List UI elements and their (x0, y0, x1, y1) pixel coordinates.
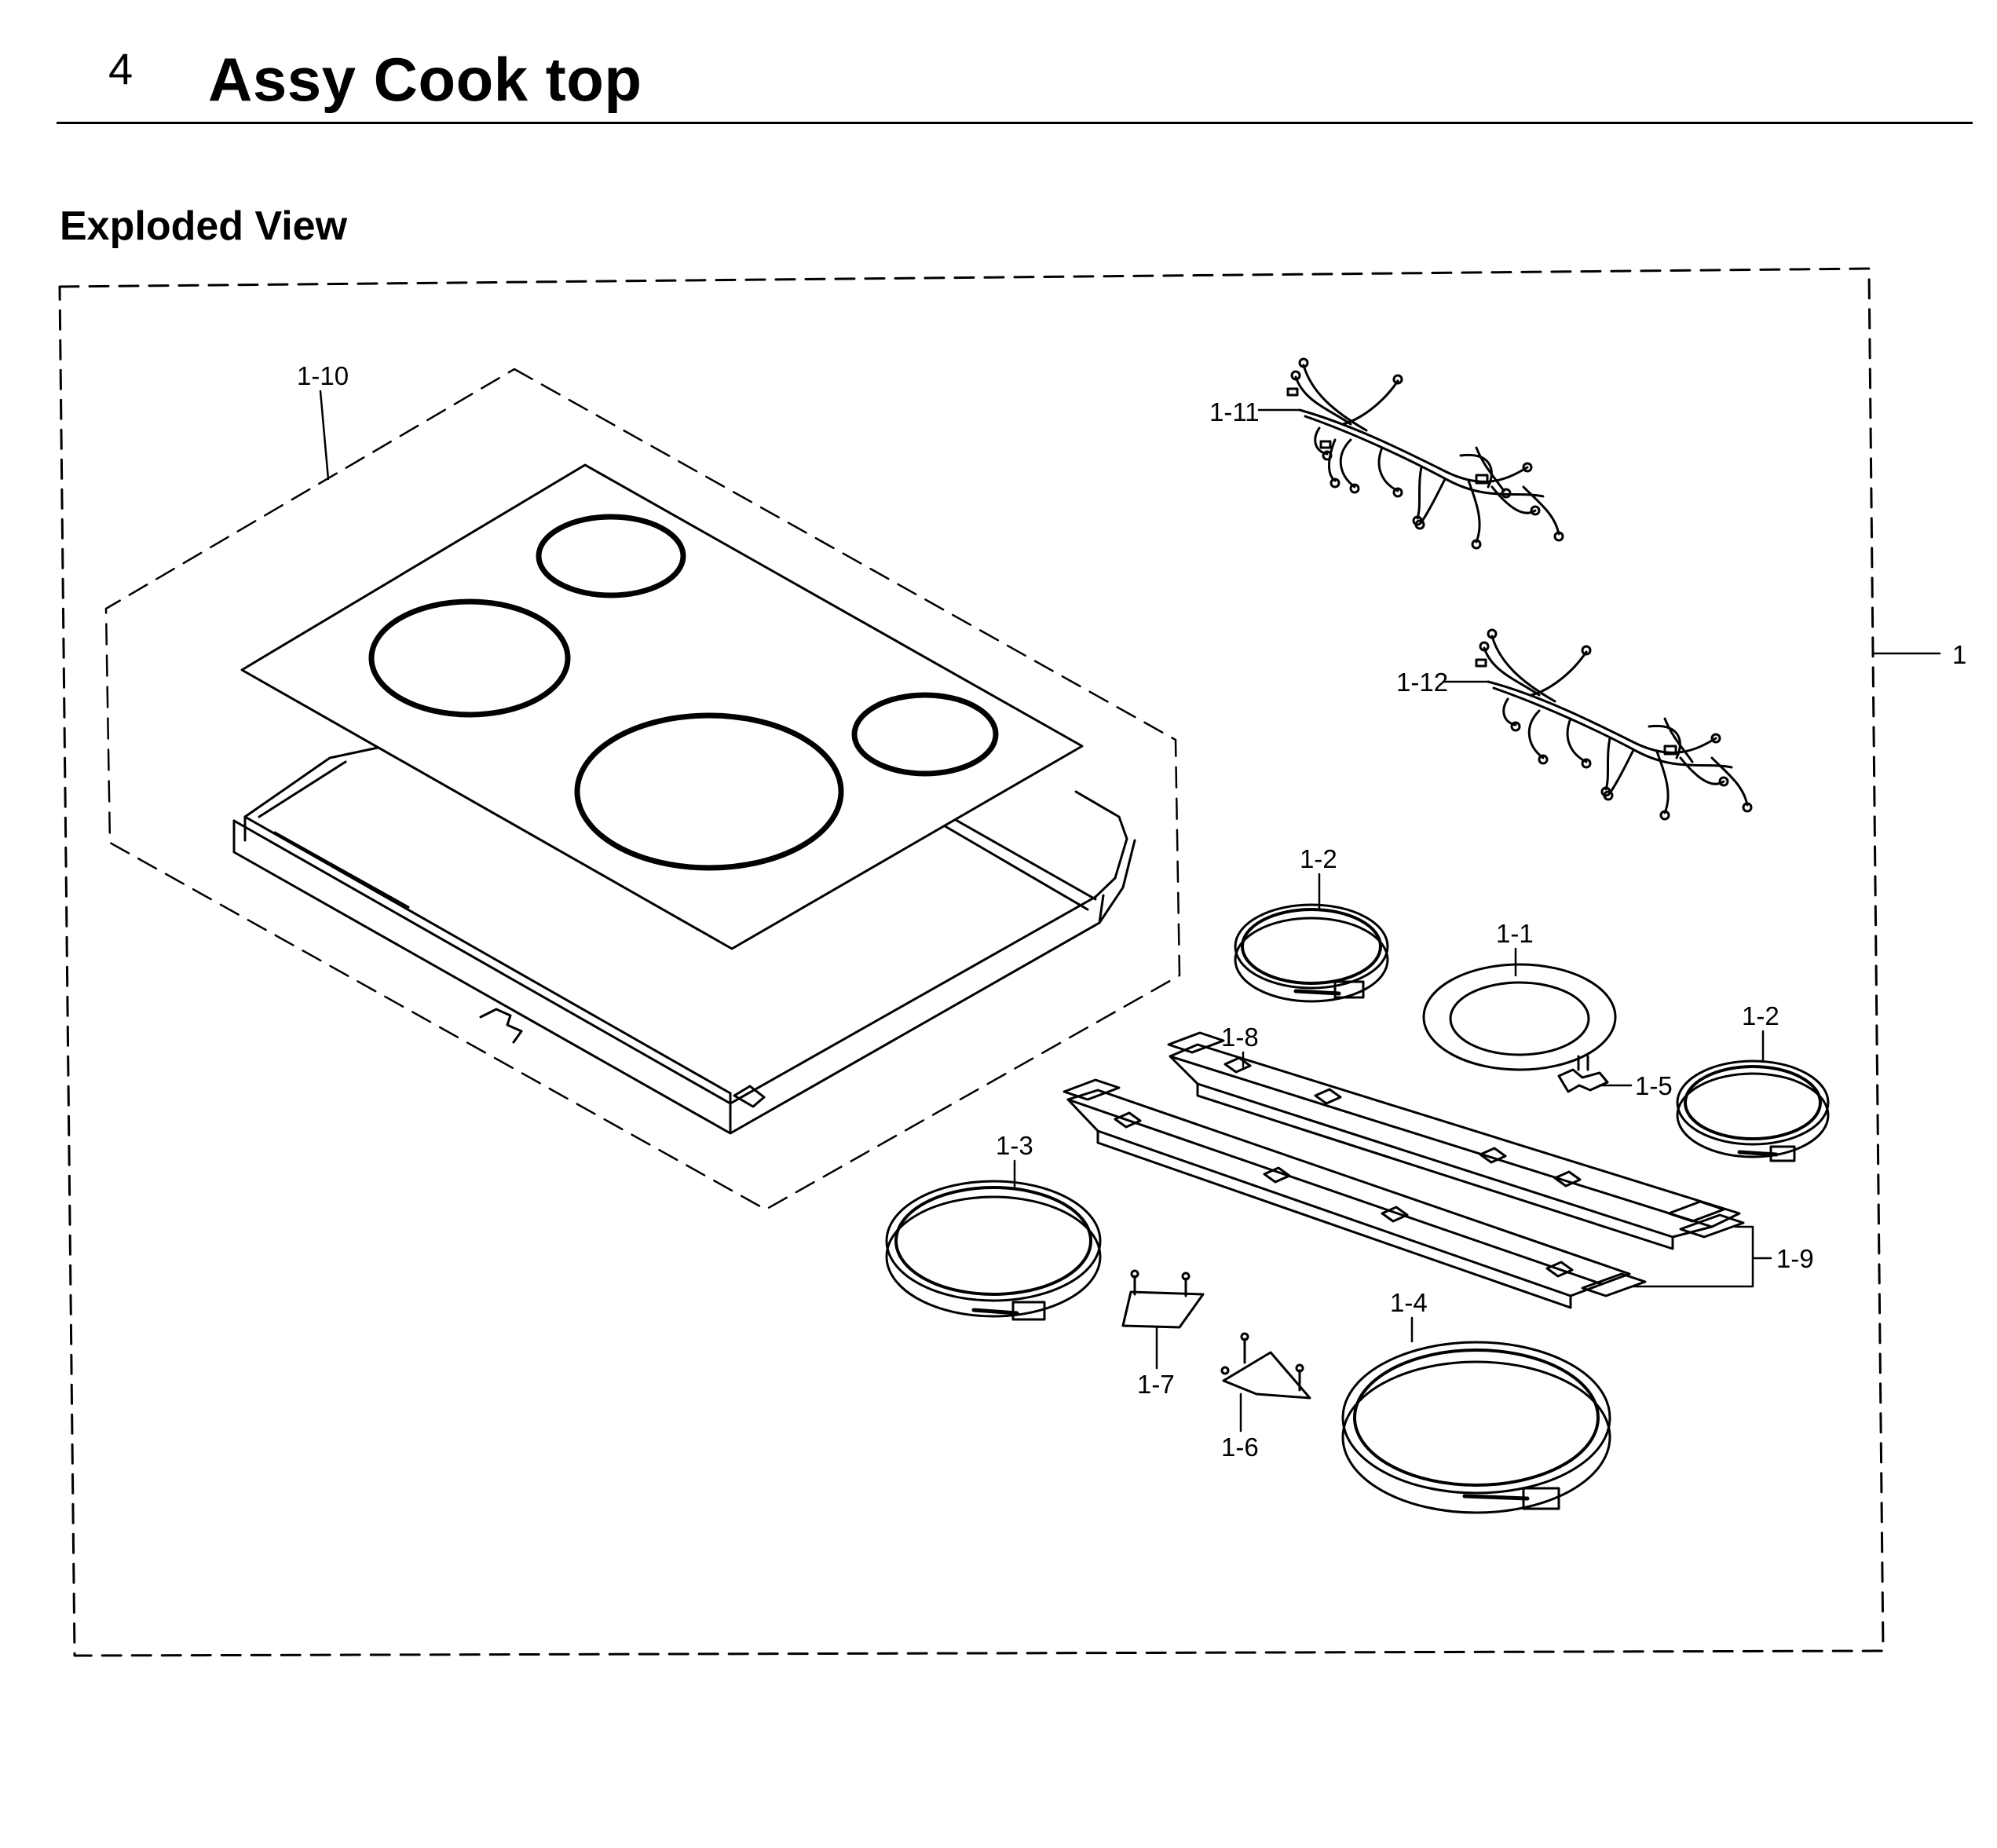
section-number: 4 (108, 44, 133, 93)
label-1-1: 1-1 (1496, 919, 1534, 948)
label-1-7: 1-7 (1137, 1370, 1175, 1399)
cooktop-boundary (104, 368, 1181, 1211)
mounting-rail-upper (1167, 1031, 1745, 1250)
title-rule (57, 122, 1973, 124)
mounting-rail-lower (1063, 1078, 1772, 1309)
burner-ring-left-large (368, 598, 571, 718)
cooktop-frame (232, 743, 1136, 1135)
label-1: 1 (1952, 640, 1966, 669)
leader-1-10 (319, 390, 330, 481)
section-title: Assy Cook top (208, 45, 642, 114)
ring-plate (1422, 947, 1617, 1071)
heater-ring-right (1676, 1030, 1830, 1162)
label-1-8: 1-8 (1221, 1023, 1259, 1052)
label-1-2-right: 1-2 (1742, 1001, 1779, 1030)
cooktop-glass-panel (240, 463, 1084, 950)
label-1-11: 1-11 (1209, 397, 1260, 426)
burner-ring-front-large (574, 712, 844, 871)
heater-ring-large (1341, 1316, 1611, 1514)
label-1-12: 1-12 (1396, 668, 1448, 697)
burner-ring-rear-small (536, 514, 686, 598)
leader-1-9 (1632, 1225, 1754, 1288)
wire-harness-lower (1442, 628, 1753, 821)
heater-ring-upper (1234, 873, 1389, 1003)
label-1-4: 1-4 (1390, 1288, 1428, 1317)
assembly-boundary (58, 267, 1885, 1657)
label-1-3: 1-3 (996, 1131, 1033, 1160)
cooktop-assembly (104, 368, 1181, 1211)
burner-ring-right-small (851, 692, 999, 777)
wire-harness-upper (1257, 357, 1564, 550)
bracket-1-7 (1121, 1269, 1205, 1370)
label-1-2-upper: 1-2 (1300, 844, 1337, 873)
label-1-6: 1-6 (1221, 1433, 1259, 1462)
view-subtitle: Exploded View (60, 203, 348, 249)
label-1-9: 1-9 (1776, 1244, 1814, 1273)
label-1-5: 1-5 (1635, 1071, 1673, 1100)
label-1-10: 1-10 (297, 361, 349, 390)
small-bracket (1557, 1055, 1633, 1093)
heater-ring-medium (885, 1159, 1102, 1321)
bracket-1-6 (1220, 1332, 1311, 1433)
